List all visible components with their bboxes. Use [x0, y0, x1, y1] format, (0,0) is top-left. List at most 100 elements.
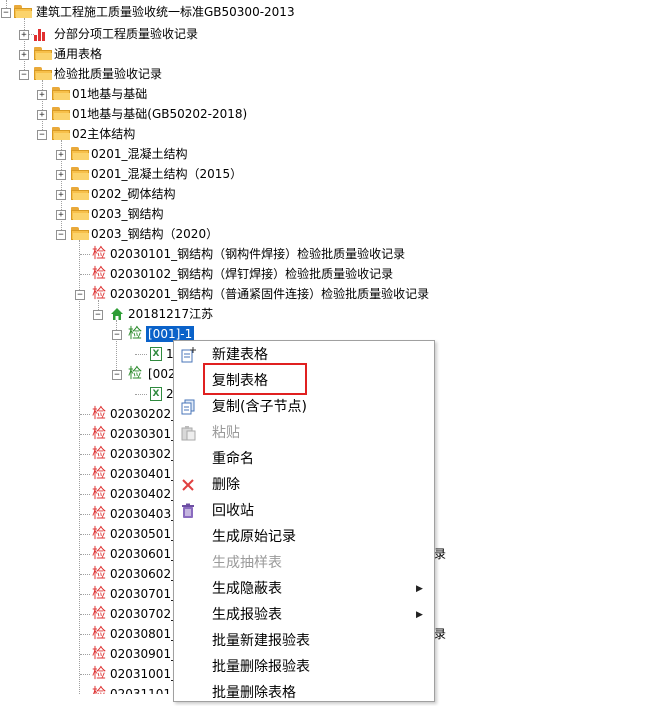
tree-node-leaf[interactable]: X 1 — [0, 344, 200, 364]
submenu-arrow-icon: ▶ — [416, 584, 423, 594]
menu-item-label: 批量删除表格 — [212, 685, 296, 701]
tree-node-root[interactable]: − 建筑工程施工质量验收统一标准GB50300-2013 — [0, 2, 663, 22]
expand-toggle[interactable]: + — [56, 210, 66, 220]
collapse-toggle[interactable]: − — [19, 70, 29, 80]
tree-node-form[interactable]: − 检 02030201_钢结构（普通紧固件连接）检验批质量验收记录 — [0, 284, 663, 304]
tree-node-leaf[interactable]: X 2 — [0, 384, 200, 404]
tree-node-concrete-2015[interactable]: + 0201_混凝土结构（2015） — [0, 164, 663, 184]
tree-node-label: 02030702_钢 — [110, 607, 190, 621]
tree-node-foundation-2018[interactable]: + 01地基与基础(GB50202-2018) — [0, 104, 663, 124]
tree-node-form[interactable]: 检 02030101_钢结构（钢构件焊接）检验批质量验收记录 — [0, 244, 663, 264]
delete-x-icon — [182, 479, 194, 491]
submenu-arrow-icon: ▶ — [416, 610, 423, 620]
menu-item-rename[interactable]: 重命名 — [174, 446, 432, 472]
menu-item-gen-concealed[interactable]: 生成隐蔽表 ▶ — [174, 576, 432, 602]
open-folder-icon — [34, 67, 52, 80]
menu-item-batch-delete-table[interactable]: 批量删除表格 — [174, 680, 432, 706]
folder-icon — [71, 147, 89, 160]
tree-node-label: 02030602_钢 — [110, 567, 190, 581]
excel-file-icon: X — [150, 347, 162, 361]
collapse-toggle[interactable]: − — [37, 130, 47, 140]
menu-item-label: 生成原始记录 — [212, 529, 296, 545]
menu-item-copy-with-children[interactable]: 复制(含子节点) — [174, 394, 432, 420]
menu-item-batch-new-report[interactable]: 批量新建报验表 — [174, 628, 432, 654]
tree-node-form[interactable]: 检 02030102_钢结构（焊钉焊接）检验批质量验收记录 — [0, 264, 663, 284]
tree-node-label: 02030501_钢 — [110, 527, 190, 541]
trash-icon — [182, 503, 194, 518]
menu-item-new-table[interactable]: 新建表格 — [174, 342, 432, 368]
tree-node-foundation[interactable]: + 01地基与基础 — [0, 84, 663, 104]
menu-item-copy-table[interactable]: 复制表格 — [174, 368, 432, 394]
menu-item-gen-original[interactable]: 生成原始记录 — [174, 524, 432, 550]
collapse-toggle[interactable]: − — [75, 290, 85, 300]
menu-item-recycle-bin[interactable]: 回收站 — [174, 498, 432, 524]
collapse-toggle[interactable]: − — [1, 8, 11, 18]
collapse-toggle[interactable]: − — [56, 230, 66, 240]
tree-node-label: 02030601_钢 — [110, 547, 190, 561]
tree-node-label: 02030202_钢 — [110, 407, 190, 421]
inspection-icon: 检 — [92, 646, 106, 662]
tree-node-steel-2020[interactable]: − 0203_钢结构（2020） — [0, 224, 663, 244]
tree-node-label: 0203_钢结构 — [91, 207, 164, 221]
expand-toggle[interactable]: + — [19, 50, 29, 60]
inspection-icon: 检 — [128, 326, 142, 342]
folder-icon — [71, 167, 89, 180]
menu-item-label: 生成抽样表 — [212, 555, 282, 571]
tree-node-project[interactable]: − 20181217江苏 — [0, 304, 400, 324]
menu-item-batch-delete-report[interactable]: 批量删除报验表 — [174, 654, 432, 680]
tree-node-general[interactable]: + 通用表格 — [0, 44, 663, 64]
context-menu: 新建表格 复制表格 复制(含子节点) 粘贴 重命名 删除 — [173, 340, 435, 702]
tree-node-main-structure[interactable]: − 02主体结构 — [0, 124, 663, 144]
tree-node-label: 1 — [166, 347, 174, 361]
tree-node-steel[interactable]: + 0203_钢结构 — [0, 204, 663, 224]
expand-toggle[interactable]: + — [56, 150, 66, 160]
menu-item-label: 批量新建报验表 — [212, 633, 310, 649]
inspection-icon: 检 — [92, 246, 106, 262]
tree-node-label: 02030201_钢结构（普通紧固件连接）检验批质量验收记录 — [110, 287, 430, 301]
expand-toggle[interactable]: + — [56, 190, 66, 200]
menu-item-gen-report[interactable]: 生成报验表 ▶ — [174, 602, 432, 628]
tree-node-label: 分部分项工程质量验收记录 — [54, 27, 199, 41]
tree-node-label: 02030101_钢结构（钢构件焊接）检验批质量验收记录 — [110, 247, 406, 261]
collapse-toggle[interactable]: − — [112, 330, 122, 340]
menu-item-label: 生成报验表 — [212, 607, 282, 623]
tree-node-form[interactable]: 检 02030702_钢 — [0, 604, 200, 624]
expand-toggle[interactable]: + — [37, 110, 47, 120]
tree-node-concrete[interactable]: + 0201_混凝土结构 — [0, 144, 663, 164]
inspection-icon: 检 — [92, 486, 106, 502]
bar-chart-icon — [34, 28, 48, 41]
menu-item-label: 粘贴 — [212, 425, 240, 441]
tree-node-masonry[interactable]: + 0202_砌体结构 — [0, 184, 663, 204]
tree-node-fenbu[interactable]: + 分部分项工程质量验收记录 — [0, 24, 663, 44]
tree-node-inspection[interactable]: − 检验批质量验收记录 — [0, 64, 663, 84]
tree-node-selected[interactable]: − 检 [001]-1 — [0, 324, 400, 344]
menu-item-delete[interactable]: 删除 — [174, 472, 432, 498]
inspection-icon: 检 — [92, 686, 106, 694]
collapse-toggle[interactable]: − — [112, 370, 122, 380]
expand-toggle[interactable]: + — [56, 170, 66, 180]
tree-node-label: 通用表格 — [54, 47, 103, 61]
folder-icon — [71, 187, 89, 200]
inspection-icon: 检 — [92, 606, 106, 622]
collapse-toggle[interactable]: − — [93, 310, 103, 320]
expand-toggle[interactable]: + — [19, 30, 29, 40]
tree-node-second[interactable]: − 检 [002 — [0, 364, 200, 384]
expand-toggle[interactable]: + — [37, 90, 47, 100]
menu-item-paste[interactable]: 粘贴 — [174, 420, 432, 446]
menu-item-gen-sampling[interactable]: 生成抽样表 — [174, 550, 432, 576]
